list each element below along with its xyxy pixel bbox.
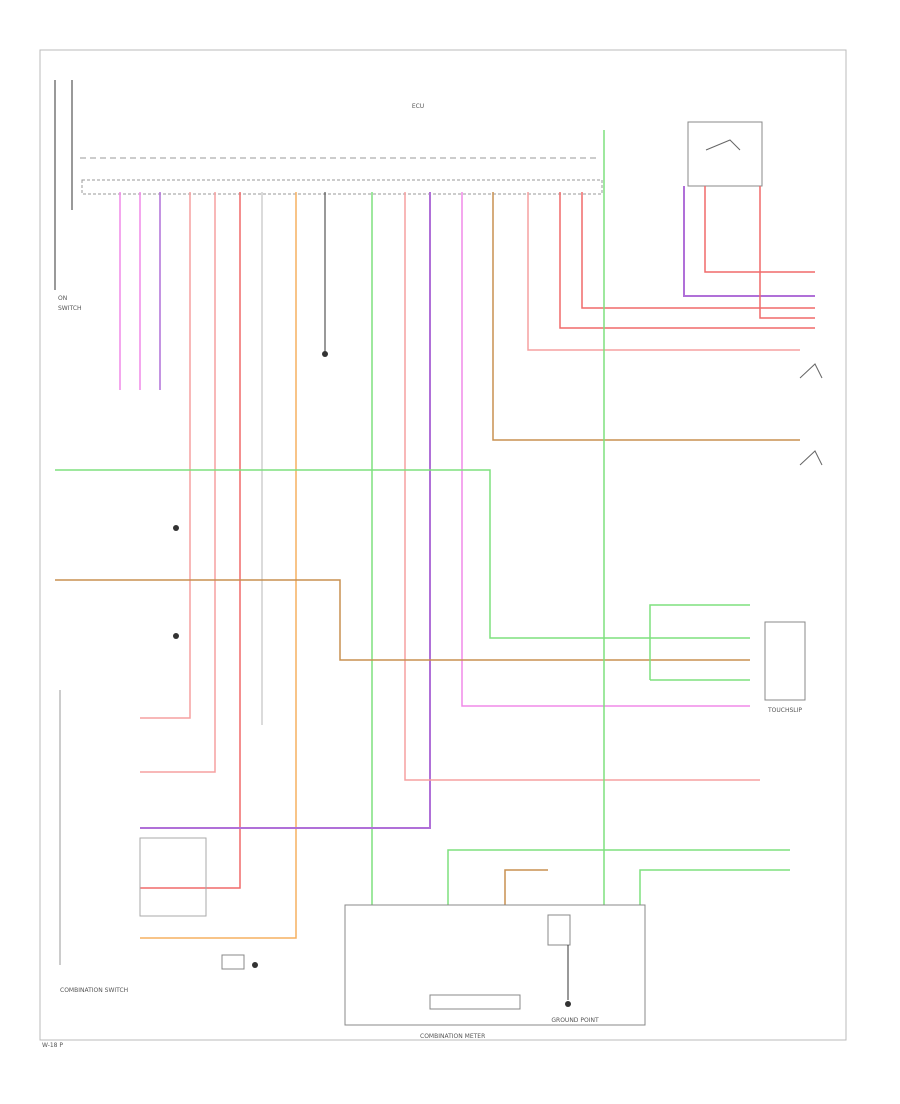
- wire-red-r1: [527, 192, 800, 351]
- wire-green-bottom2: [639, 869, 790, 905]
- ground-point-1: [322, 351, 328, 357]
- wire-violet-long: [140, 192, 431, 829]
- wire-pink-a: [140, 192, 191, 719]
- ecu-connector-row: [81, 179, 603, 195]
- touchslip-module: [764, 621, 806, 701]
- wire-pink-e: [404, 192, 760, 781]
- relay-switch: [705, 139, 741, 151]
- wire-red-r2: [559, 192, 815, 329]
- wire-tan-bottom: [504, 869, 548, 905]
- wire-green-loop: [55, 469, 750, 639]
- wire-red-r3: [581, 192, 815, 309]
- label-ecu: ECU: [412, 103, 424, 110]
- wire-tan-a: [55, 579, 750, 661]
- wire-green-touch: [649, 604, 750, 680]
- relay-box: [687, 121, 763, 187]
- door-switch-2: [799, 450, 823, 466]
- door-switch-1: [799, 363, 823, 379]
- legend-2: SWITCH: [58, 305, 82, 312]
- switch-inner: [139, 837, 207, 917]
- label-touchslip: TOUCHSLIP: [767, 707, 802, 714]
- meter-inner-2: [547, 914, 571, 946]
- wire-orange: [140, 192, 297, 939]
- wire-red-door: [492, 192, 800, 441]
- label-combination-switch: COMBINATION SWITCH: [60, 987, 128, 994]
- wire-red-relay2: [759, 186, 815, 319]
- ground-point-5: [173, 633, 179, 639]
- page-number: W-18 P: [42, 1042, 63, 1049]
- meter-inner-1: [429, 994, 521, 1010]
- combination-meter-box: [344, 904, 646, 1026]
- ground-point-2: [565, 1001, 571, 1007]
- legend-1: ON: [58, 295, 67, 302]
- label-ground-point: GROUND POINT: [551, 1017, 599, 1024]
- wire-red-relay: [704, 186, 815, 273]
- diagram-frame: [39, 49, 847, 1041]
- bottom-sensor: [221, 954, 245, 970]
- label-combination-meter: COMBINATION METER: [420, 1033, 485, 1040]
- wire-red-c: [140, 192, 241, 889]
- wire-green-bottom1: [447, 849, 790, 905]
- wire-pink-b: [140, 192, 216, 773]
- ground-point-3: [252, 962, 258, 968]
- wire-violet-relay: [683, 186, 815, 297]
- ground-point-4: [173, 525, 179, 531]
- wire-magenta-touch: [461, 192, 750, 707]
